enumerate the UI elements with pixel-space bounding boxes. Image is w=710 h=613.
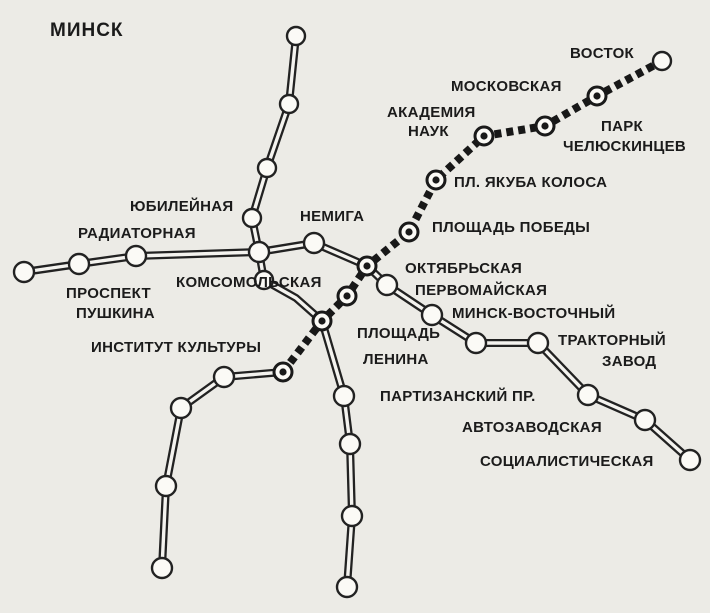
label-partizansky: ПАРТИЗАНСКИЙ ПР. [380, 387, 536, 405]
label-park: ПАРК [601, 118, 644, 135]
station-marker [335, 575, 359, 599]
station-marker-planned [398, 221, 420, 243]
map-title: МИНСК [50, 20, 124, 41]
label-institut-kultury: ИНСТИТУТ КУЛЬТУРЫ [91, 339, 261, 356]
label-akademiya: АКАДЕМИЯ [387, 104, 476, 121]
station-marker [67, 252, 91, 276]
station-marker [332, 384, 356, 408]
station-marker [212, 365, 236, 389]
label-nemiga: НЕМИГА [300, 208, 364, 225]
stations-open [12, 25, 702, 599]
label-moskovskaya: МОСКОВСКАЯ [451, 78, 562, 95]
station-marker [526, 331, 550, 355]
station-marker [338, 432, 362, 456]
station-marker [285, 25, 307, 47]
label-sotsialisticheskaya: СОЦИАЛИСТИЧЕСКАЯ [480, 453, 654, 470]
station-marker [576, 383, 600, 407]
station-marker [464, 331, 488, 355]
label-yubileynaya: ЮБИЛЕЙНАЯ [130, 197, 234, 215]
station-marker [247, 240, 271, 264]
label-nauk: НАУК [408, 123, 449, 140]
station-marker [12, 260, 36, 284]
station-labels: ВОСТОК МОСКОВСКАЯ АКАДЕМИЯ НАУК ПАРК ЧЕЛ… [66, 45, 686, 470]
station-marker [278, 93, 300, 115]
label-pushkina: ПУШКИНА [76, 305, 155, 322]
station-marker-planned [534, 115, 556, 137]
label-ploshchad: ПЛОЩАДЬ [357, 325, 440, 342]
station-marker [651, 50, 673, 72]
station-marker [633, 408, 657, 432]
label-pl-yakuba-kolosa: ПЛ. ЯКУБА КОЛОСА [454, 174, 607, 191]
label-pervomayskaya: ПЕРВОМАЙСКАЯ [415, 281, 547, 299]
label-chelyuskintsev: ЧЕЛЮСКИНЦЕВ [563, 138, 686, 155]
label-vostok: ВОСТОК [570, 45, 635, 62]
station-marker [375, 273, 399, 297]
label-zavod: ЗАВОД [602, 353, 656, 370]
station-marker [253, 269, 275, 291]
station-marker [150, 556, 174, 580]
label-traktorny: ТРАКТОРНЫЙ [558, 331, 666, 349]
label-komsomolskaya: КОМСОМОЛЬСКАЯ [176, 274, 322, 291]
label-prospekt: ПРОСПЕКТ [66, 285, 151, 302]
station-marker [124, 244, 148, 268]
station-marker [340, 504, 364, 528]
station-marker-planned [336, 285, 358, 307]
station-marker-planned [272, 361, 294, 383]
station-marker-planned [586, 85, 608, 107]
station-marker [678, 448, 702, 472]
station-marker [256, 157, 278, 179]
station-marker-planned [311, 310, 333, 332]
label-minsk-vostochny: МИНСК-ВОСТОЧНЫЙ [452, 304, 615, 322]
planned-line [279, 57, 664, 375]
station-marker [241, 207, 263, 229]
station-marker-planned [425, 169, 447, 191]
label-radiatornaya: РАДИАТОРНАЯ [78, 225, 196, 242]
station-marker-planned [473, 125, 495, 147]
station-marker [154, 474, 178, 498]
station-marker [169, 396, 193, 420]
station-marker [420, 303, 444, 327]
station-marker-planned [356, 255, 378, 277]
label-lenina: ЛЕНИНА [363, 351, 429, 368]
station-marker [302, 231, 326, 255]
stations-planned [272, 50, 673, 383]
label-oktyabrskaya: ОКТЯБРЬСКАЯ [405, 260, 522, 277]
label-avtozavodskaya: АВТОЗАВОДСКАЯ [462, 419, 602, 436]
label-ploshchad-pobedy: ПЛОЩАДЬ ПОБЕДЫ [432, 219, 590, 236]
